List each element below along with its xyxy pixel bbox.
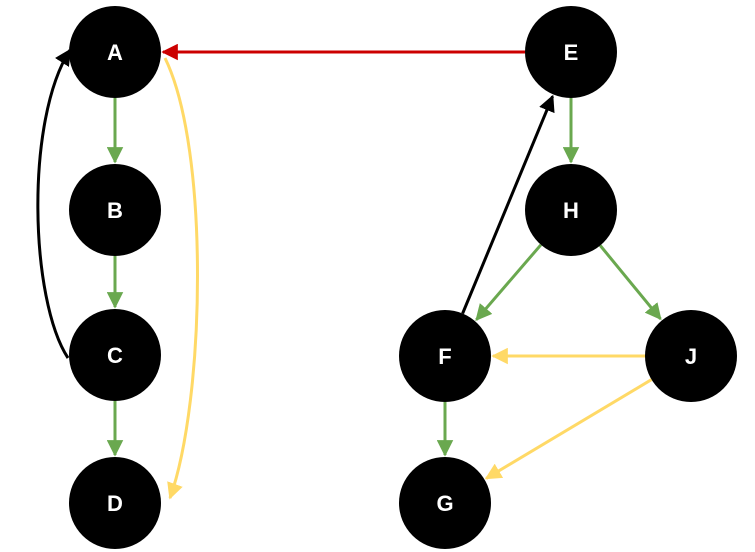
node-J: J [645, 310, 737, 402]
node-E-label: E [564, 40, 579, 65]
node-D: D [69, 457, 161, 549]
edges-layer [36, 43, 662, 500]
edge-J-to-G [484, 378, 653, 480]
node-D-label: D [107, 491, 123, 516]
node-J-circle [645, 310, 737, 402]
node-J-label: J [685, 344, 697, 369]
node-B: B [69, 164, 161, 256]
node-B-circle [69, 164, 161, 256]
node-C-circle [69, 309, 161, 401]
edge-H-to-F [475, 243, 543, 321]
node-F-circle [399, 310, 491, 402]
node-H-circle [525, 164, 617, 256]
node-G-label: G [436, 491, 453, 516]
node-C-label: C [107, 343, 123, 368]
node-H-label: H [563, 198, 579, 223]
node-E: E [525, 6, 617, 98]
node-H: H [525, 164, 617, 256]
node-B-label: B [107, 198, 123, 223]
node-D-circle [69, 457, 161, 549]
node-F: F [399, 310, 491, 402]
node-G-circle [399, 457, 491, 549]
edge-H-to-J [599, 244, 662, 321]
nodes-layer: A B C D E H F J G [69, 6, 737, 549]
node-E-circle [525, 6, 617, 98]
edge-A-to-D [163, 57, 199, 500]
node-A: A [69, 6, 161, 98]
node-A-label: A [107, 40, 123, 65]
node-A-circle [69, 6, 161, 98]
node-F-label: F [438, 344, 451, 369]
node-C: C [69, 309, 161, 401]
edge-F-to-E [461, 94, 555, 315]
node-G: G [399, 457, 491, 549]
edge-C-to-A [36, 48, 72, 359]
